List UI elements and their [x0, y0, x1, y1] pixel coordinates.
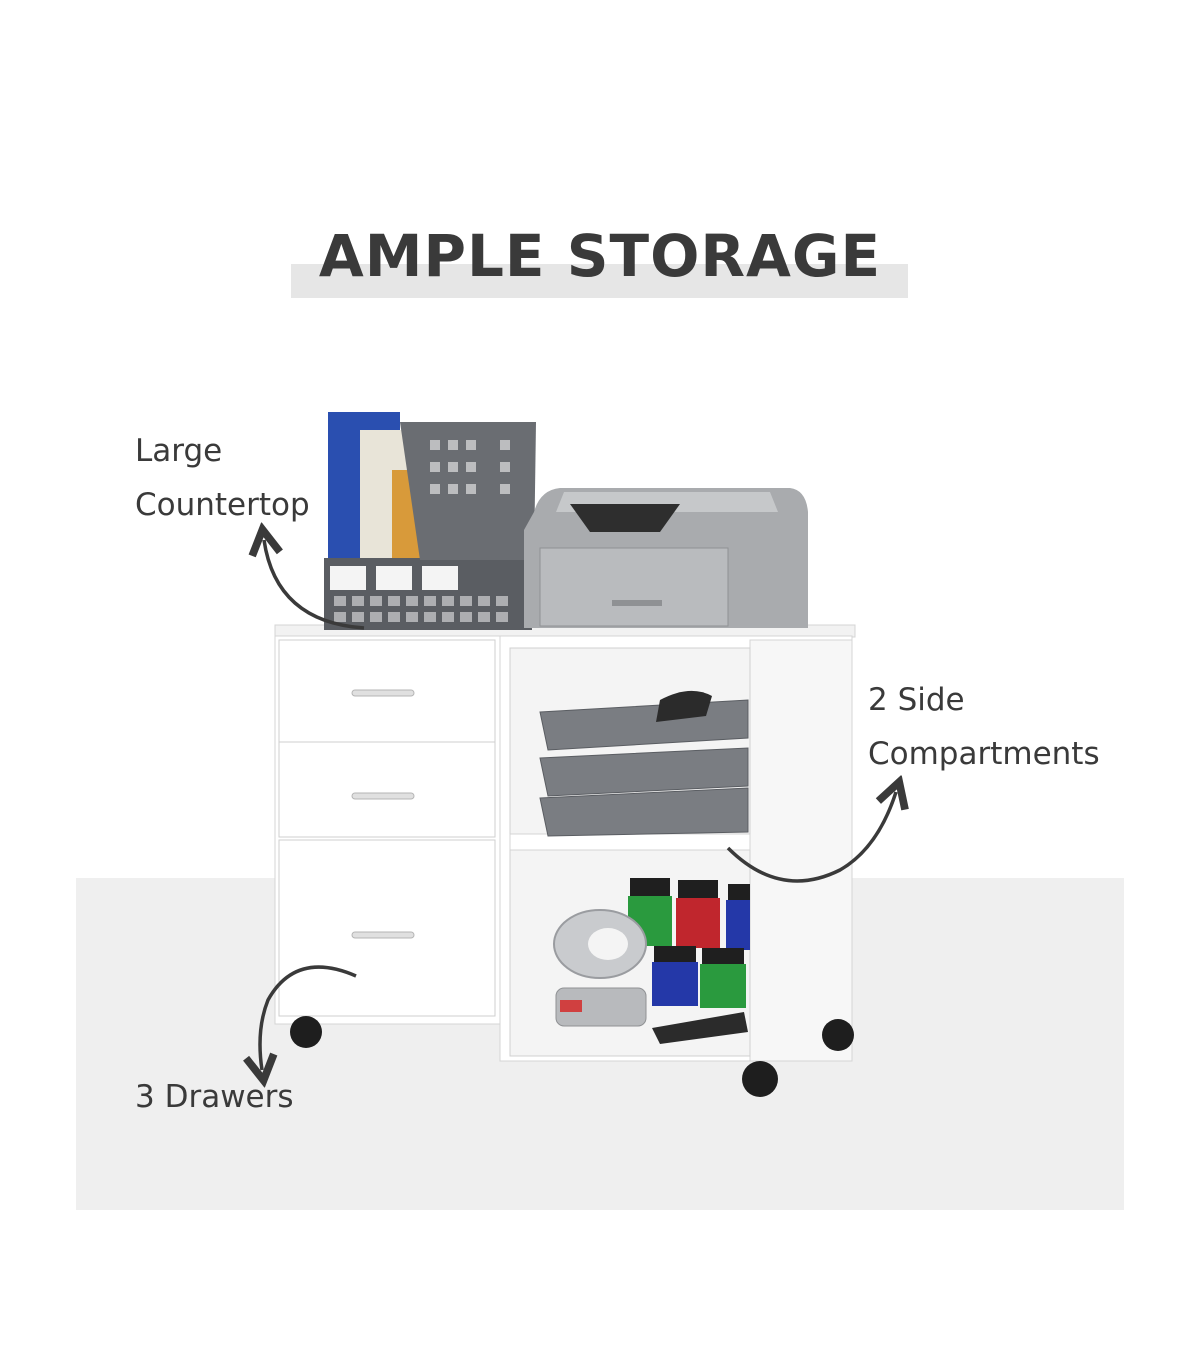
caster-wheel: [742, 1061, 778, 1097]
countertop-arrow: [264, 540, 365, 630]
compartments-arrow: [726, 792, 896, 883]
letter-trays: [539, 690, 749, 837]
drawers: [278, 639, 496, 1017]
calculator: [652, 1012, 748, 1044]
drawers-callout: 3 Drawers: [135, 1070, 294, 1124]
drawer-2: [278, 741, 496, 838]
caster-wheel: [822, 1019, 854, 1051]
caster-wheel: [290, 1016, 322, 1048]
drawers-label: 3 Drawers: [135, 1079, 294, 1115]
tape-rolls: [553, 909, 647, 1027]
printer: [524, 488, 808, 628]
drawers-arrow: [260, 965, 357, 1070]
countertop-callout: Large Countertop: [135, 424, 310, 532]
countertop-label-line1: Large: [135, 433, 223, 469]
countertop-label-line2: Countertop: [135, 487, 310, 523]
title-underline-bar: [291, 264, 908, 298]
drawer-3: [278, 839, 496, 1017]
middle-shelf: [509, 833, 751, 851]
compartments-callout: 2 Side Compartments: [868, 673, 1100, 781]
casters: [290, 1016, 854, 1097]
drawer-handle: [351, 689, 415, 697]
drawer-handle: [351, 931, 415, 939]
compartments-label-line2: Compartments: [868, 736, 1100, 772]
paint-jars: [628, 878, 750, 1008]
compartments-label-line1: 2 Side: [868, 682, 965, 718]
magazine-organizer: [324, 412, 536, 630]
page-title: AMPLE STORAGE: [318, 222, 882, 290]
drawer-handle: [351, 792, 415, 800]
